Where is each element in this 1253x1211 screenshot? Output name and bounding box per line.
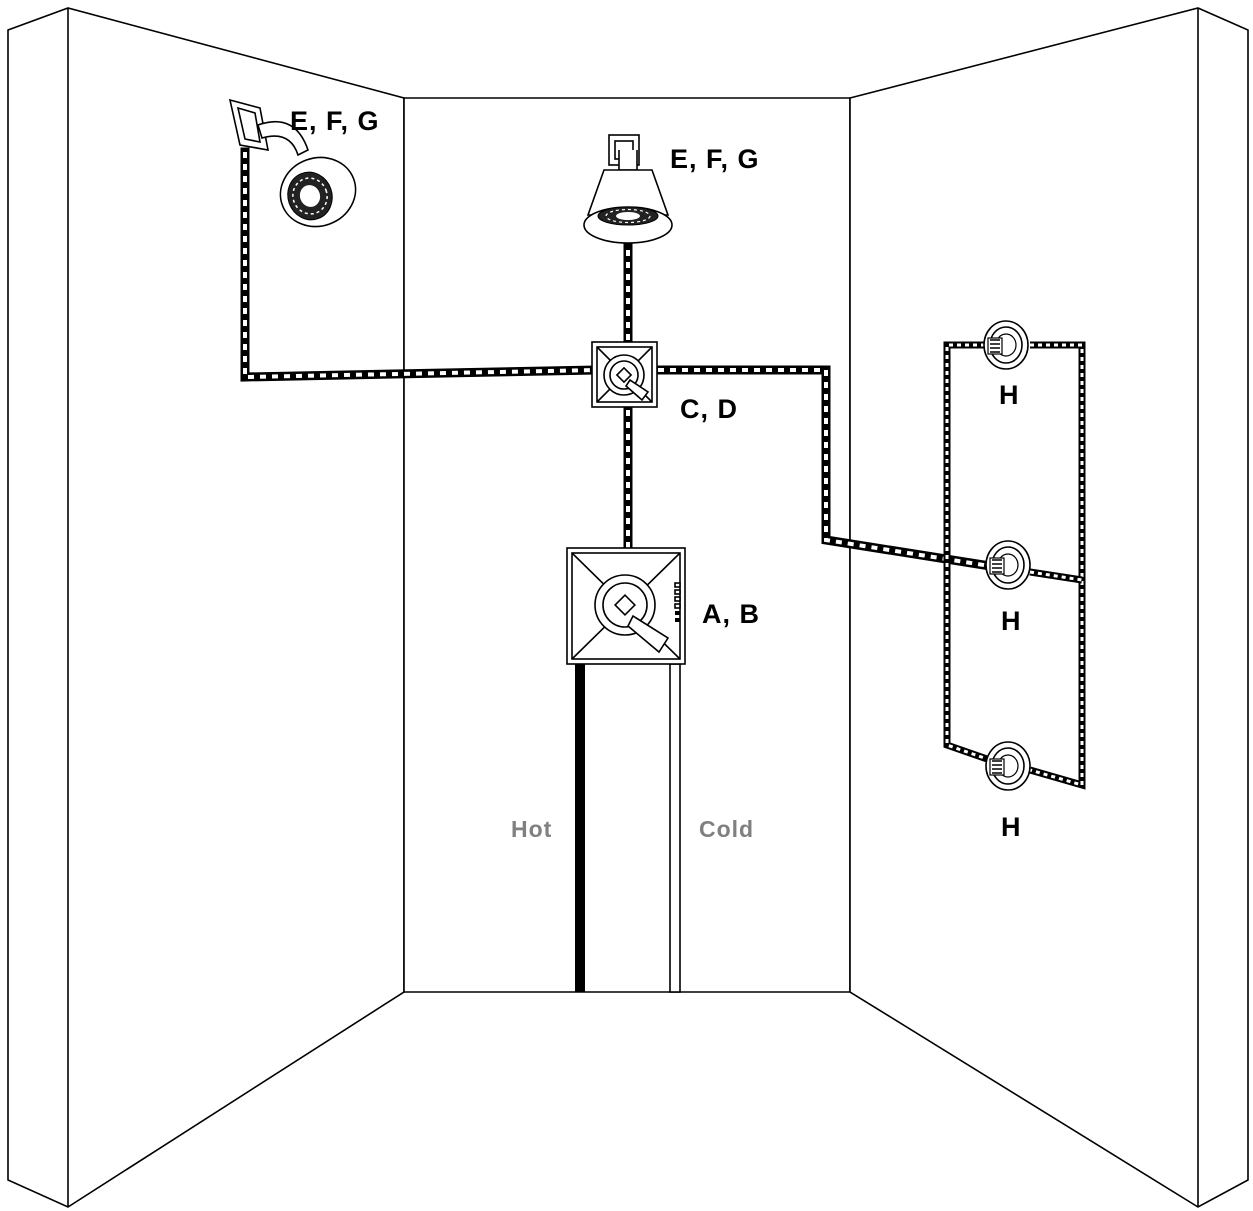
body-spray-bottom-icon (985, 741, 1031, 791)
body-spray-middle-label: H (1001, 606, 1022, 636)
cold-supply-line (669, 663, 681, 993)
body-spray-top-label: H (999, 380, 1020, 410)
valve-icon (566, 547, 686, 665)
hot-label: Hot (511, 816, 552, 842)
pipe-network (240, 147, 1086, 790)
right-wall (849, 7, 1249, 1208)
temperature-scale-icon (674, 582, 681, 622)
showerhead-left-icon (228, 98, 357, 228)
diverter-icon (591, 341, 658, 408)
diverter-label: C, D (680, 394, 738, 424)
hot-supply-line (575, 664, 585, 992)
showerhead-center-icon (583, 134, 673, 244)
showerhead-center-label: E, F, G (670, 144, 760, 174)
cold-label: Cold (699, 816, 754, 842)
body-spray-top-icon (983, 320, 1029, 370)
valve-label: A, B (702, 599, 760, 629)
body-spray-middle-icon (985, 540, 1031, 590)
showerhead-left-label: E, F, G (290, 106, 380, 136)
body-spray-bottom-label: H (1001, 812, 1022, 842)
